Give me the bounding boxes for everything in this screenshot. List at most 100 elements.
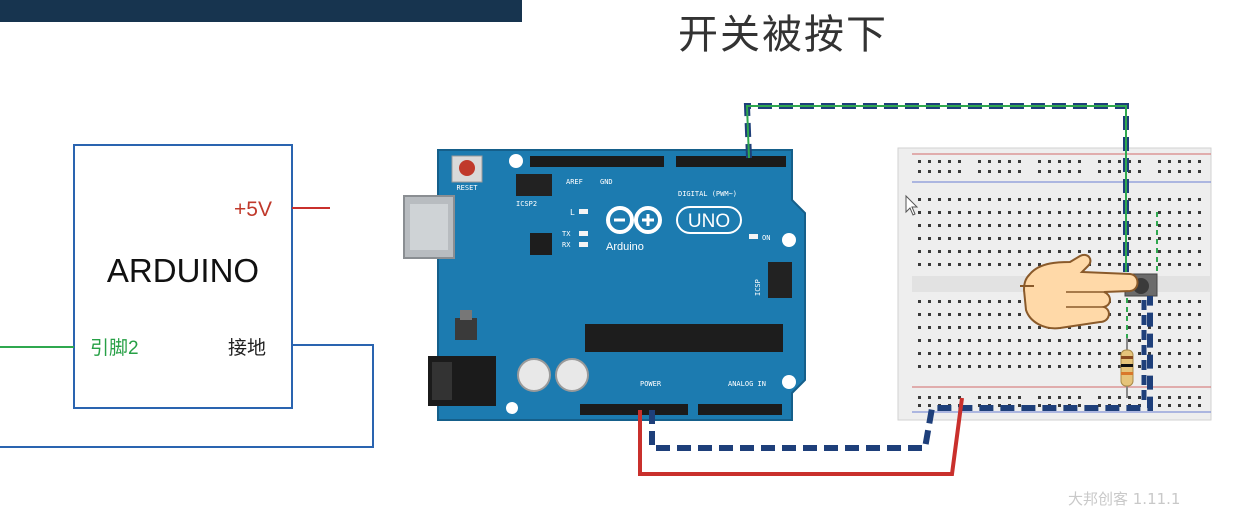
breadboard-hole — [1018, 365, 1021, 368]
breadboard-hole — [978, 352, 981, 355]
breadboard-hole — [1068, 250, 1071, 253]
breadboard-hole — [1048, 365, 1051, 368]
breadboard-hole — [918, 352, 921, 355]
breadboard-hole — [1108, 160, 1111, 163]
breadboard-hole — [1018, 263, 1021, 266]
breadboard-hole — [1148, 250, 1151, 253]
breadboard-hole — [1168, 404, 1171, 407]
breadboard-hole — [1168, 300, 1171, 303]
reset-label: RESET — [456, 184, 478, 192]
schematic: ARDUINO +5V 引脚2 接地 — [0, 144, 374, 448]
breadboard-hole — [1128, 224, 1131, 227]
breadboard-hole — [1178, 224, 1181, 227]
breadboard-hole — [1018, 339, 1021, 342]
analog-label: ANALOG IN — [728, 380, 766, 388]
breadboard-hole — [1188, 365, 1191, 368]
breadboard-hole — [1058, 396, 1061, 399]
breadboard-hole — [1008, 326, 1011, 329]
breadboard-hole — [1128, 396, 1131, 399]
breadboard-hole — [948, 352, 951, 355]
watermark: 大邦创客 1.11.1 — [1068, 490, 1181, 508]
breadboard-hole — [958, 211, 961, 214]
breadboard-hole — [948, 198, 951, 201]
arduino-block — [73, 144, 293, 409]
breadboard-hole — [1058, 250, 1061, 253]
breadboard-hole — [1048, 170, 1051, 173]
breadboard-hole — [1148, 326, 1151, 329]
breadboard-hole — [1168, 237, 1171, 240]
breadboard-hole — [1138, 326, 1141, 329]
breadboard-hole — [918, 396, 921, 399]
breadboard-hole — [1148, 198, 1151, 201]
breadboard-hole — [948, 224, 951, 227]
breadboard-hole — [1158, 300, 1161, 303]
breadboard-hole — [978, 365, 981, 368]
breadboard-hole — [1098, 326, 1101, 329]
arduino-logo-icon — [606, 206, 662, 234]
breadboard-hole — [958, 352, 961, 355]
breadboard-hole — [1138, 170, 1141, 173]
breadboard-hole — [1178, 352, 1181, 355]
gnd-wire — [0, 344, 374, 448]
breadboard-hole — [1168, 224, 1171, 227]
breadboard-hole — [1198, 250, 1201, 253]
breadboard-hole — [998, 339, 1001, 342]
breadboard-hole — [948, 313, 951, 316]
breadboard-hole — [978, 160, 981, 163]
breadboard-hole — [1058, 170, 1061, 173]
breadboard-hole — [998, 352, 1001, 355]
breadboard-hole — [988, 250, 991, 253]
breadboard-hole — [948, 250, 951, 253]
breadboard-hole — [1118, 300, 1121, 303]
board-gnd-label: GND — [600, 178, 613, 186]
on-label: ON — [762, 234, 770, 242]
breadboard-hole — [1038, 365, 1041, 368]
pin2-label: 引脚2 — [90, 337, 139, 359]
breadboard-hole — [1088, 326, 1091, 329]
pin-5v-label: +5V — [234, 198, 272, 221]
breadboard-hole — [1198, 170, 1201, 173]
breadboard-hole — [928, 300, 931, 303]
digital-header-left — [530, 156, 664, 167]
breadboard-hole — [998, 224, 1001, 227]
breadboard-hole — [1158, 339, 1161, 342]
breadboard-hole — [1018, 224, 1021, 227]
breadboard-hole — [1158, 313, 1161, 316]
breadboard-hole — [1188, 326, 1191, 329]
uno-badge — [676, 206, 742, 234]
breadboard-hole — [958, 396, 961, 399]
breadboard-hole — [958, 300, 961, 303]
arduino-uno-board: RESET ICSP2 AREF GND DIGITAL (PWM~) L TX… — [403, 149, 806, 421]
breadboard-hole — [1088, 352, 1091, 355]
breadboard-hole — [1188, 224, 1191, 227]
breadboard-hole — [1108, 250, 1111, 253]
breadboard-hole — [1198, 224, 1201, 227]
mount-hole — [506, 402, 518, 414]
breadboard-hole — [1178, 237, 1181, 240]
gnd-label: 接地 — [228, 337, 266, 359]
breadboard-hole — [1108, 211, 1111, 214]
breadboard-hole — [958, 198, 961, 201]
breadboard-hole — [1198, 404, 1201, 407]
breadboard-hole — [1068, 352, 1071, 355]
breadboard-hole — [958, 250, 961, 253]
breadboard-hole — [1098, 339, 1101, 342]
breadboard-hole — [918, 170, 921, 173]
breadboard-hole — [1038, 224, 1041, 227]
breadboard-hole — [1038, 326, 1041, 329]
breadboard-hole — [1168, 339, 1171, 342]
breadboard-hole — [988, 211, 991, 214]
breadboard-hole — [928, 313, 931, 316]
breadboard-hole — [958, 365, 961, 368]
breadboard-hole — [1188, 339, 1191, 342]
breadboard-hole — [918, 326, 921, 329]
breadboard-hole — [988, 326, 991, 329]
breadboard-hole — [1098, 237, 1101, 240]
led-l-label: L — [570, 208, 575, 217]
breadboard-hole — [918, 250, 921, 253]
breadboard-hole — [1118, 263, 1121, 266]
breadboard-hole — [978, 211, 981, 214]
breadboard-hole — [1198, 326, 1201, 329]
breadboard-hole — [998, 263, 1001, 266]
